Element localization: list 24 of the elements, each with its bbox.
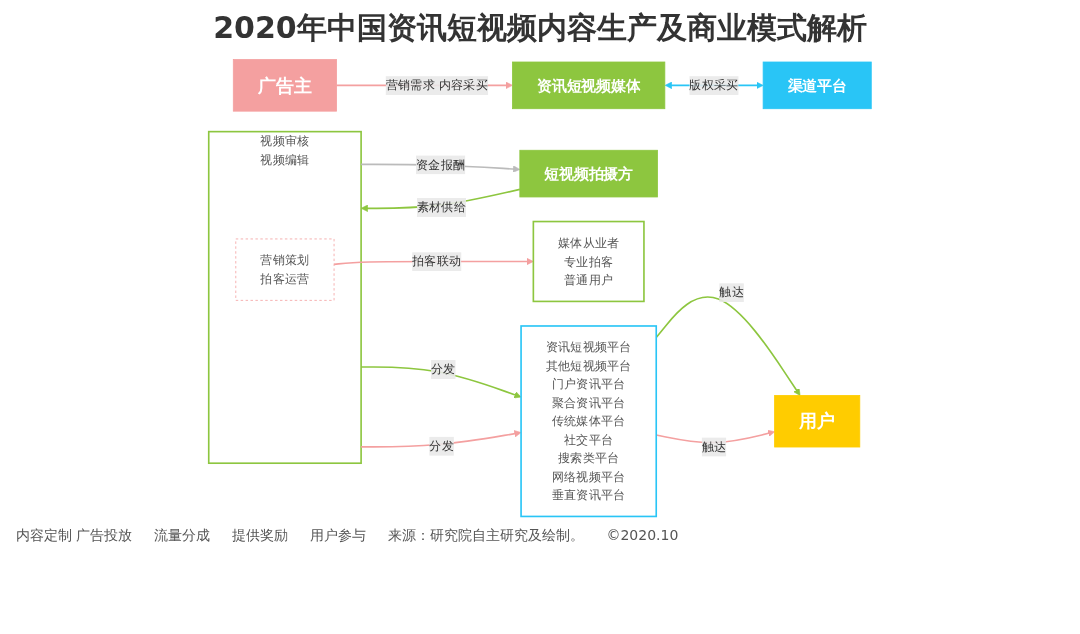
edge-label: 素材供给 <box>416 199 466 215</box>
note-text: 提供奖励 <box>232 527 289 545</box>
edge-label: 拍客联动 <box>412 253 462 269</box>
diagram-title: 2020年中国资讯短视频内容生产及商业模式解析 <box>212 9 868 47</box>
edge-label: 资金报酬 <box>415 157 466 172</box>
node-box: 营销策划 拍客运营 <box>235 238 335 301</box>
note-text: 流量分成 <box>154 527 211 545</box>
note-text: ©2020.10 <box>606 527 679 545</box>
node-box: 用户 <box>774 395 861 448</box>
node-box: 短视频拍摄方 <box>519 149 658 198</box>
note-text: 来源：研究院自主研究及绘制。 <box>388 527 585 545</box>
node-box: 资讯短视频平台 其他短视频平台 门户资讯平台 聚合资讯平台 传统媒体平台 社交平台 搜索类平台 网络视频平台 垂直资讯平台 <box>520 325 658 518</box>
edge-label: 营销需求 内容采买 <box>385 77 488 93</box>
edge-label: 触达 <box>719 284 744 300</box>
note-text: 内容定制 广告投放 <box>16 527 133 545</box>
node-box: 渠道平台 <box>762 61 872 110</box>
node-box: 媒体从业者 专业拍客 普通用户 <box>532 220 645 303</box>
node-box: 资讯短视频媒体 <box>512 61 666 110</box>
edge-label: 版权采买 <box>689 77 739 93</box>
edge-label: 分发 <box>431 361 456 377</box>
edge-label: 触达 <box>701 439 727 454</box>
note-text: 用户参与 <box>310 527 367 545</box>
edge-label: 分发 <box>429 438 454 454</box>
node-box: 广告主 <box>232 59 337 112</box>
